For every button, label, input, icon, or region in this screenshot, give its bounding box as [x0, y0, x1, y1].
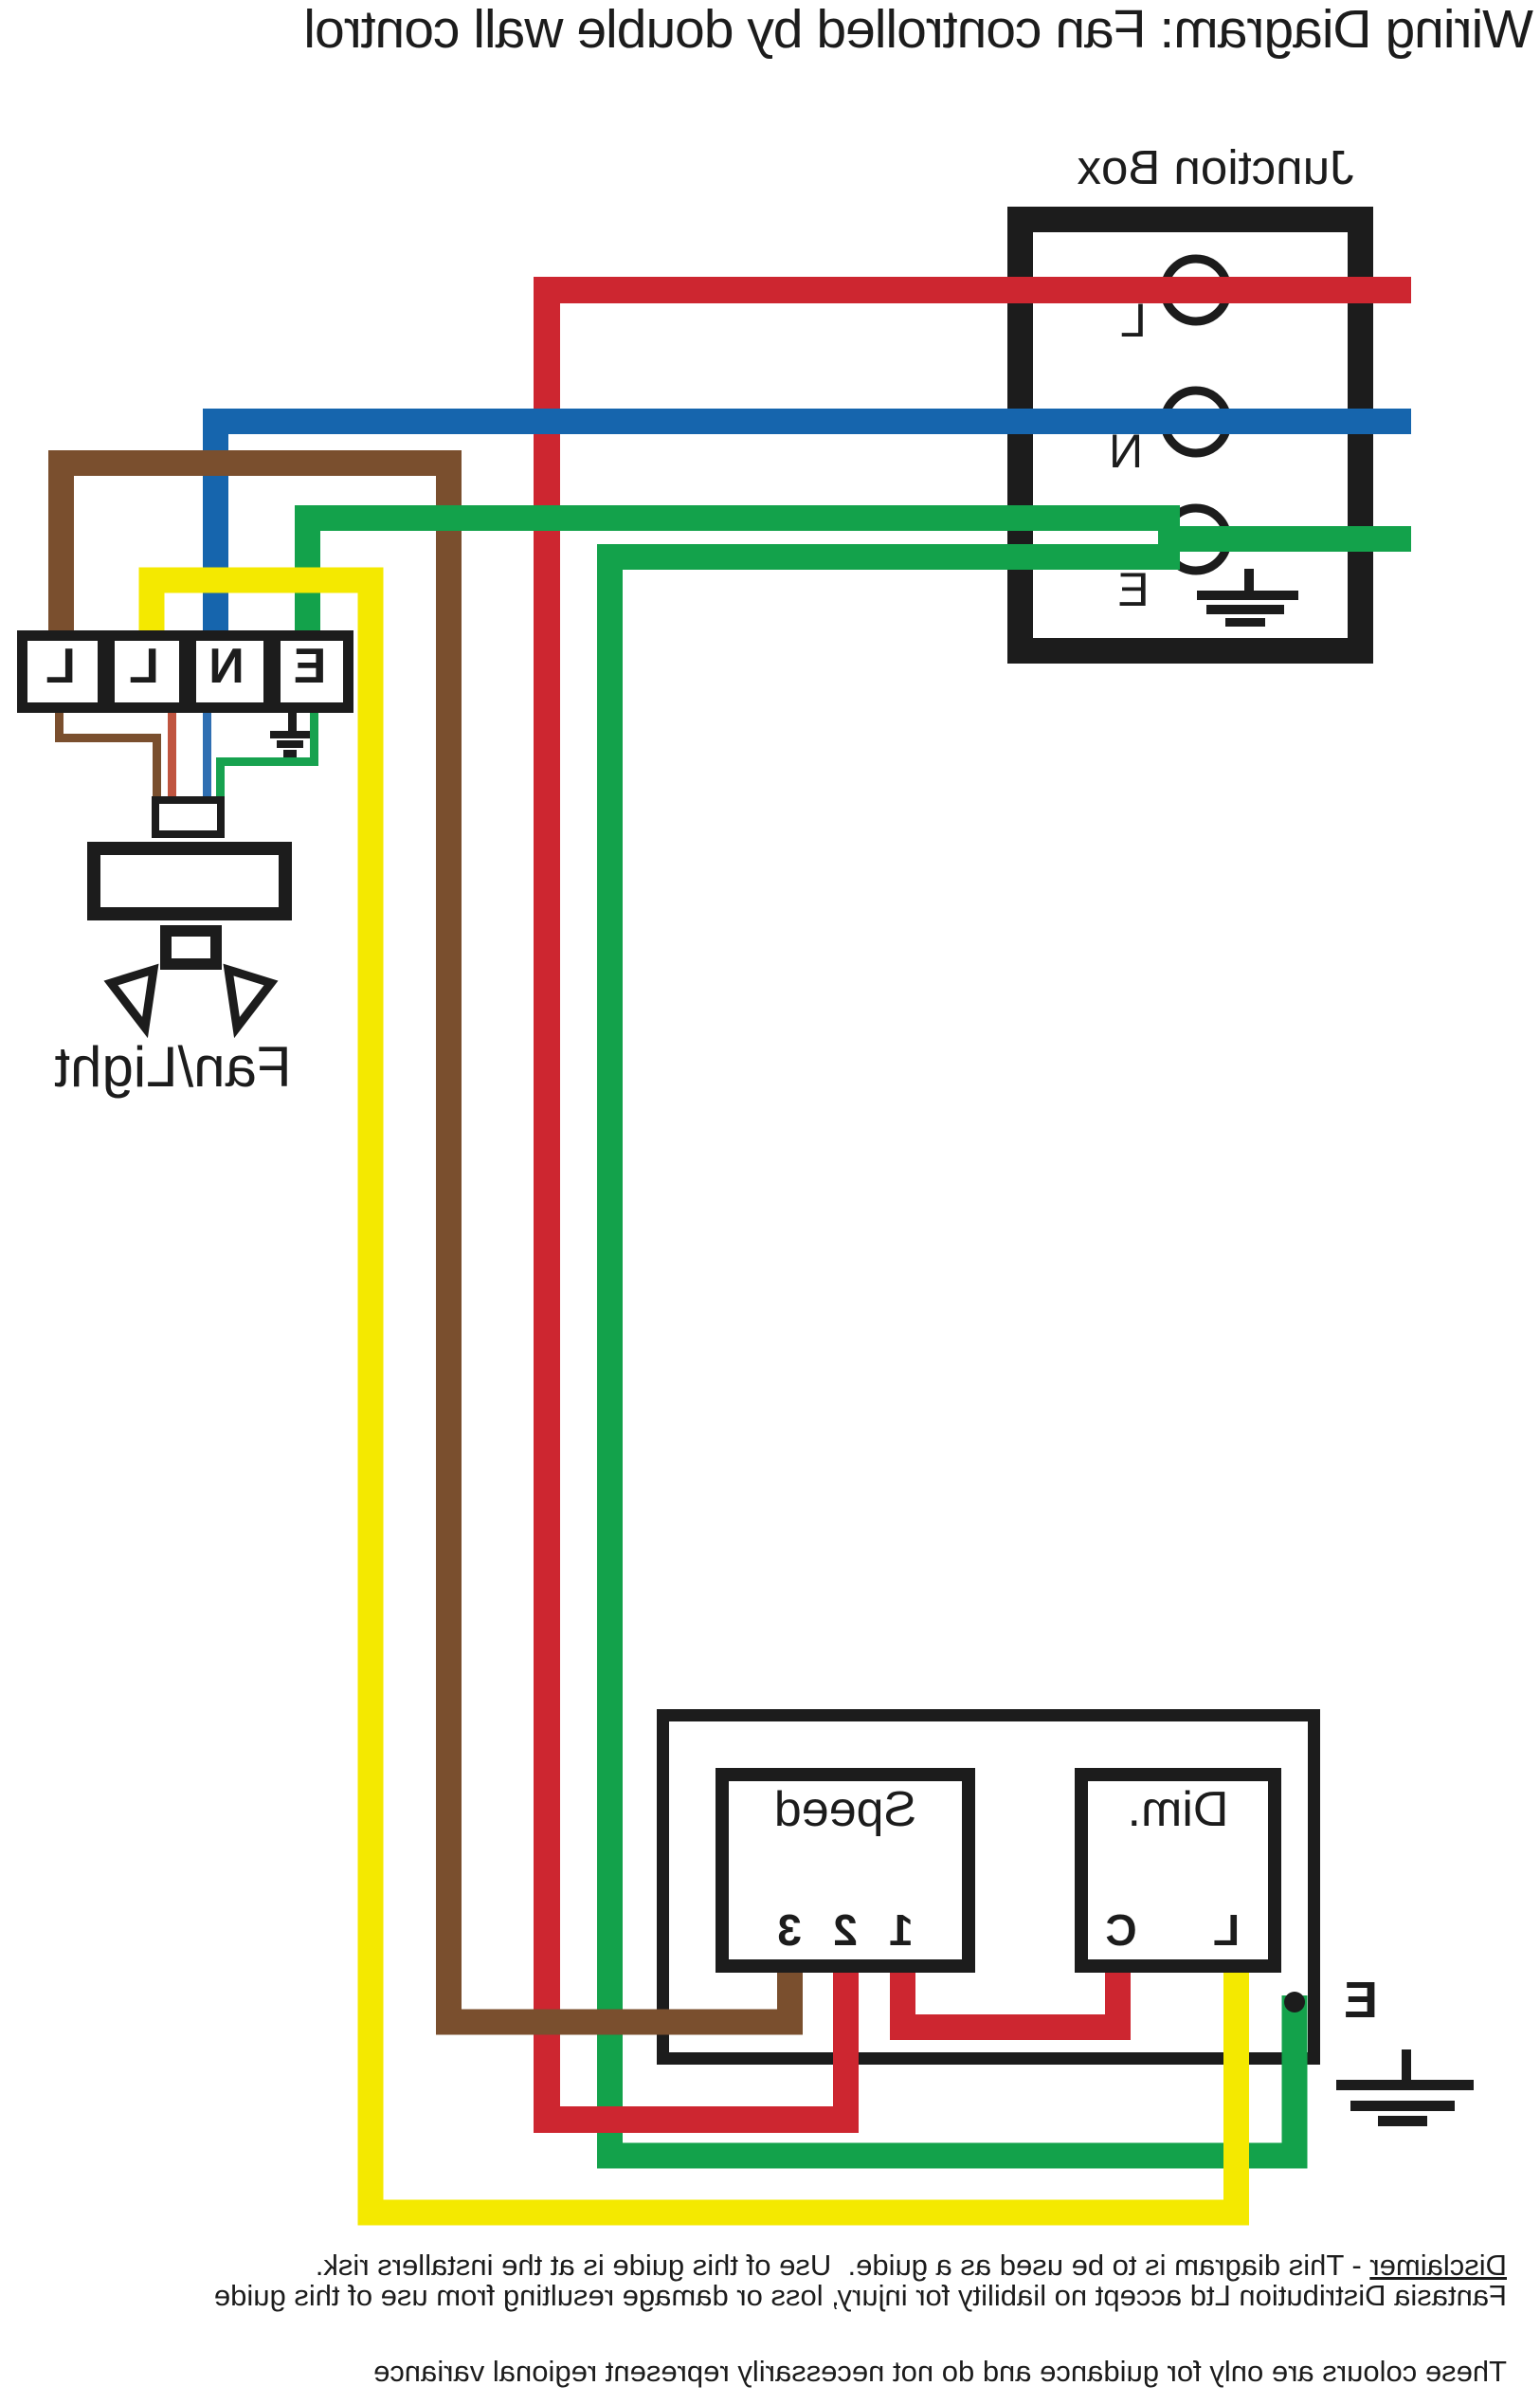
- fan-light-label: Fan/Light: [54, 1035, 292, 1099]
- light-fitting-box: [160, 925, 222, 970]
- disclaimer-word: Disclaimer: [1369, 2249, 1507, 2282]
- junction-box-label: Junction Box: [1077, 140, 1354, 194]
- fan-wire-brown: [55, 713, 161, 801]
- fan-body: [87, 842, 292, 920]
- terminal-block-earth-symbol: [270, 713, 310, 757]
- terminal-divider: [179, 630, 196, 713]
- fan-terminal-cell-4: E: [293, 639, 327, 694]
- dim-switch-label: Dim.: [1127, 1782, 1229, 1837]
- dim-terminal-L: L: [1212, 1905, 1241, 1955]
- earth-junction-dot: [1284, 1992, 1305, 2012]
- junction-terminal-L-label: L: [1120, 294, 1147, 347]
- disclaimer-line-1: Disclaimer - This diagram is to be used …: [0, 2249, 1507, 2282]
- dim-switch-box: [1075, 1768, 1281, 1973]
- speed-switch-box: [716, 1768, 975, 1973]
- disclaimer-line-2: Fantasia Distribution Ltd accept no liab…: [213, 2279, 1507, 2312]
- fan-terminal-cell-3: N: [208, 639, 245, 694]
- speed-switch-label: Speed: [773, 1782, 917, 1837]
- yellow-wire-run: [138, 567, 1249, 2226]
- dim-terminal-C: C: [1105, 1905, 1137, 1955]
- fan-terminal-cell-1: L: [45, 639, 76, 694]
- junction-terminal-N-label: N: [1108, 425, 1144, 478]
- brown-wire-run: [48, 450, 803, 2035]
- page-title: Wiring Diagram: Fan controlled by double…: [304, 0, 1533, 60]
- disclaimer-line-1-rest: - This diagram is to be used as a guide.…: [315, 2249, 1370, 2282]
- terminal-divider: [263, 630, 281, 713]
- speed-terminal-2: 2: [833, 1905, 858, 1955]
- junction-terminal-E-label: E: [1117, 563, 1150, 616]
- live-link-speed1-to-dimC: [890, 1973, 1131, 2040]
- light-beam-right-icon: [223, 963, 279, 1039]
- fan-wire-green: [216, 713, 318, 801]
- disclaimer-line-3: These colours are only for guidance and …: [373, 2355, 1507, 2388]
- live-wire-main-run: [534, 277, 1411, 2133]
- junction-earth-symbol: [1197, 569, 1298, 627]
- neutral-wire-run: [203, 409, 1411, 630]
- light-beam-left-icon: [103, 963, 159, 1039]
- terminal-divider: [98, 630, 115, 713]
- speed-terminal-3: 3: [777, 1905, 802, 1955]
- wall-earth-symbol: [1336, 2049, 1474, 2126]
- wall-earth-label: E: [1343, 1972, 1379, 2029]
- fan-connector-box: [152, 796, 225, 838]
- fan-terminal-cell-2: L: [129, 639, 159, 694]
- earth-wire-switch-run: [597, 544, 1308, 2169]
- speed-terminal-1: 1: [889, 1905, 914, 1955]
